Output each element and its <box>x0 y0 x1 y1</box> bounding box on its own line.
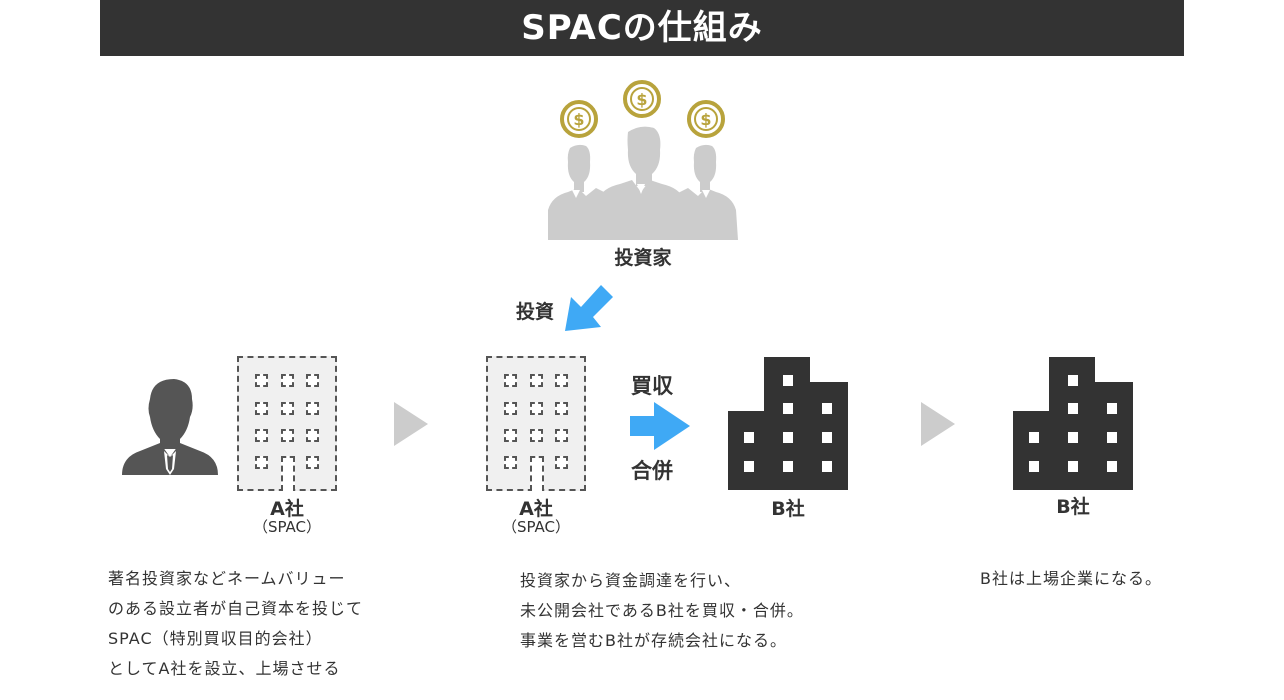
svg-text:$: $ <box>573 110 584 129</box>
step2-description: 投資家から資金調達を行い、 未公開会社であるB社を買収・合併。 事業を営むB社が… <box>520 566 804 656</box>
coin-left: $ <box>560 100 598 142</box>
step-arrow-2-icon <box>921 402 955 446</box>
company-b-label-1: B社 <box>771 498 805 520</box>
company-a-label-2: A社 <box>519 498 553 520</box>
step1-desc-line: としてA社を設立、上場させる <box>108 659 341 678</box>
step1-description: 著名投資家などネームバリュー のある設立者が自己資本を投じて SPAC（特別買収… <box>108 564 363 684</box>
office-building-icon <box>1013 357 1133 490</box>
company-a-building-2 <box>486 356 586 491</box>
merge-arrow <box>630 402 690 454</box>
merger-label: 合併 <box>631 459 673 483</box>
company-a-label-1: A社 <box>270 498 304 520</box>
svg-text:$: $ <box>700 110 711 129</box>
step1-desc-line: SPAC（特別買収目的会社） <box>108 629 323 648</box>
company-b-building-2 <box>1013 357 1133 494</box>
investors-silhouette-icon <box>548 126 738 240</box>
dollar-coin-icon: $ <box>623 80 661 118</box>
step2-desc-line: 未公開会社であるB社を買収・合併。 <box>520 601 804 620</box>
company-a-building-1 <box>237 356 337 491</box>
coin-center: $ <box>623 80 661 122</box>
investors-label: 投資家 <box>614 247 672 269</box>
acquisition-label: 買収 <box>631 374 673 398</box>
company-a-sub-2: （SPAC） <box>501 518 571 536</box>
dollar-coin-icon: $ <box>687 100 725 138</box>
coin-right: $ <box>687 100 725 142</box>
arrow-down-left-icon <box>565 285 613 331</box>
step3-desc-line: B社は上場企業になる。 <box>980 569 1162 588</box>
company-b-building-1 <box>728 357 848 494</box>
step-arrow-1-icon <box>394 402 428 446</box>
diagram-title: SPACの仕組み <box>100 0 1184 56</box>
office-building-icon <box>728 357 848 490</box>
founder-figure <box>120 375 220 483</box>
step1-desc-line: 著名投資家などネームバリュー <box>108 569 346 588</box>
svg-text:$: $ <box>636 90 647 109</box>
businessman-icon <box>122 379 218 475</box>
invest-label: 投資 <box>515 301 554 323</box>
step2-desc-line: 投資家から資金調達を行い、 <box>520 571 742 590</box>
company-b-label-2: B社 <box>1056 496 1090 518</box>
invest-arrow <box>563 283 615 337</box>
step3-description: B社は上場企業になる。 <box>980 564 1162 594</box>
investors-group <box>548 80 738 245</box>
step2-desc-line: 事業を営むB社が存続会社になる。 <box>520 631 787 650</box>
dollar-coin-icon: $ <box>560 100 598 138</box>
step1-desc-line: のある設立者が自己資本を投じて <box>108 599 364 618</box>
arrow-right-icon <box>630 402 690 450</box>
company-a-sub-1: （SPAC） <box>252 518 322 536</box>
